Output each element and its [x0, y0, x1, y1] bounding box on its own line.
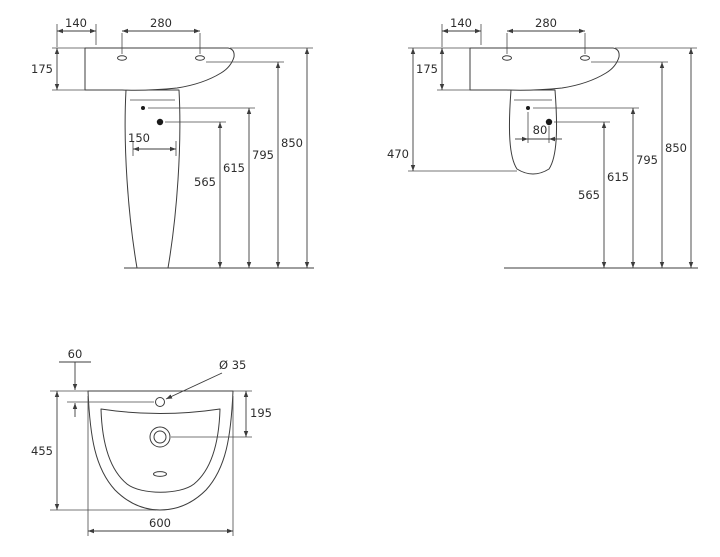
- semi-pedestal-outline: [508, 89, 558, 175]
- side-view-semi-pedestal: 140 280 175 470 80: [387, 16, 698, 269]
- dim-175: 175: [408, 47, 470, 91]
- dim-470: 470: [387, 48, 517, 172]
- tap-hole-left: [117, 55, 127, 61]
- dim-795: 795: [206, 61, 284, 268]
- drain-inner: [153, 430, 167, 444]
- dim-label-150: 150: [128, 131, 150, 145]
- dim-label-795: 795: [636, 153, 658, 167]
- dim-label-175: 175: [31, 62, 53, 76]
- dim-label-140: 140: [65, 16, 87, 30]
- fixing-hole-lower: [545, 118, 553, 126]
- dim-label-280: 280: [535, 16, 557, 30]
- dim-label-565: 565: [194, 175, 216, 189]
- dim-tap-diameter: Ø 35: [165, 358, 246, 400]
- dim-615: 615: [533, 107, 639, 268]
- pedestal-outline: [124, 89, 181, 269]
- dim-565: 565: [165, 121, 226, 268]
- fixing-hole-lower: [156, 118, 164, 126]
- dim-label-470: 470: [387, 147, 409, 161]
- dim-label-615: 615: [223, 161, 245, 175]
- dim-175: 175: [31, 47, 85, 91]
- dim-455: 455: [31, 390, 156, 511]
- dim-60: 60: [59, 347, 154, 417]
- basin-outline: [469, 47, 620, 91]
- overflow-slot: [153, 471, 167, 477]
- leader-line: [165, 372, 223, 400]
- dim-140: 140: [56, 16, 97, 47]
- dim-600: 600: [87, 396, 234, 536]
- bowl-inner-outline: [100, 408, 221, 493]
- side-view-full-pedestal: 140 280 175 150 565: [31, 16, 314, 269]
- dim-label-80: 80: [533, 123, 548, 137]
- fixing-hole-upper: [526, 106, 530, 110]
- tap-hole-right: [580, 55, 590, 61]
- dim-80: 80: [515, 112, 562, 143]
- dim-195: 195: [171, 390, 272, 438]
- dim-850: 850: [615, 47, 697, 268]
- dim-label-795: 795: [252, 148, 274, 162]
- tap-hole-right: [195, 55, 205, 61]
- dim-615: 615: [148, 107, 255, 268]
- dim-label-60: 60: [68, 347, 83, 361]
- dim-label-140: 140: [450, 16, 472, 30]
- dim-label-195: 195: [250, 406, 272, 420]
- basin-outline: [84, 47, 235, 91]
- tap-hole: [155, 397, 165, 407]
- plan-view: 60 Ø 35 195 455 600: [31, 347, 272, 536]
- dim-label-850: 850: [281, 136, 303, 150]
- dim-150: 150: [128, 131, 177, 156]
- dim-label-565: 565: [578, 188, 600, 202]
- dim-795: 795: [591, 61, 668, 268]
- dim-140: 140: [441, 16, 482, 47]
- dim-label-615: 615: [607, 170, 629, 184]
- dim-280: 280: [506, 16, 586, 54]
- dim-label-850: 850: [665, 141, 687, 155]
- tap-hole-left: [502, 55, 512, 61]
- dim-565: 565: [554, 121, 610, 268]
- dim-850: 850: [230, 47, 313, 268]
- dim-label-600: 600: [149, 516, 171, 530]
- fixing-hole-upper: [141, 106, 145, 110]
- dim-label-455: 455: [31, 444, 53, 458]
- dim-label-tap-diameter: Ø 35: [219, 358, 246, 372]
- dim-label-175: 175: [416, 62, 438, 76]
- dim-280: 280: [121, 16, 201, 54]
- dim-label-280: 280: [150, 16, 172, 30]
